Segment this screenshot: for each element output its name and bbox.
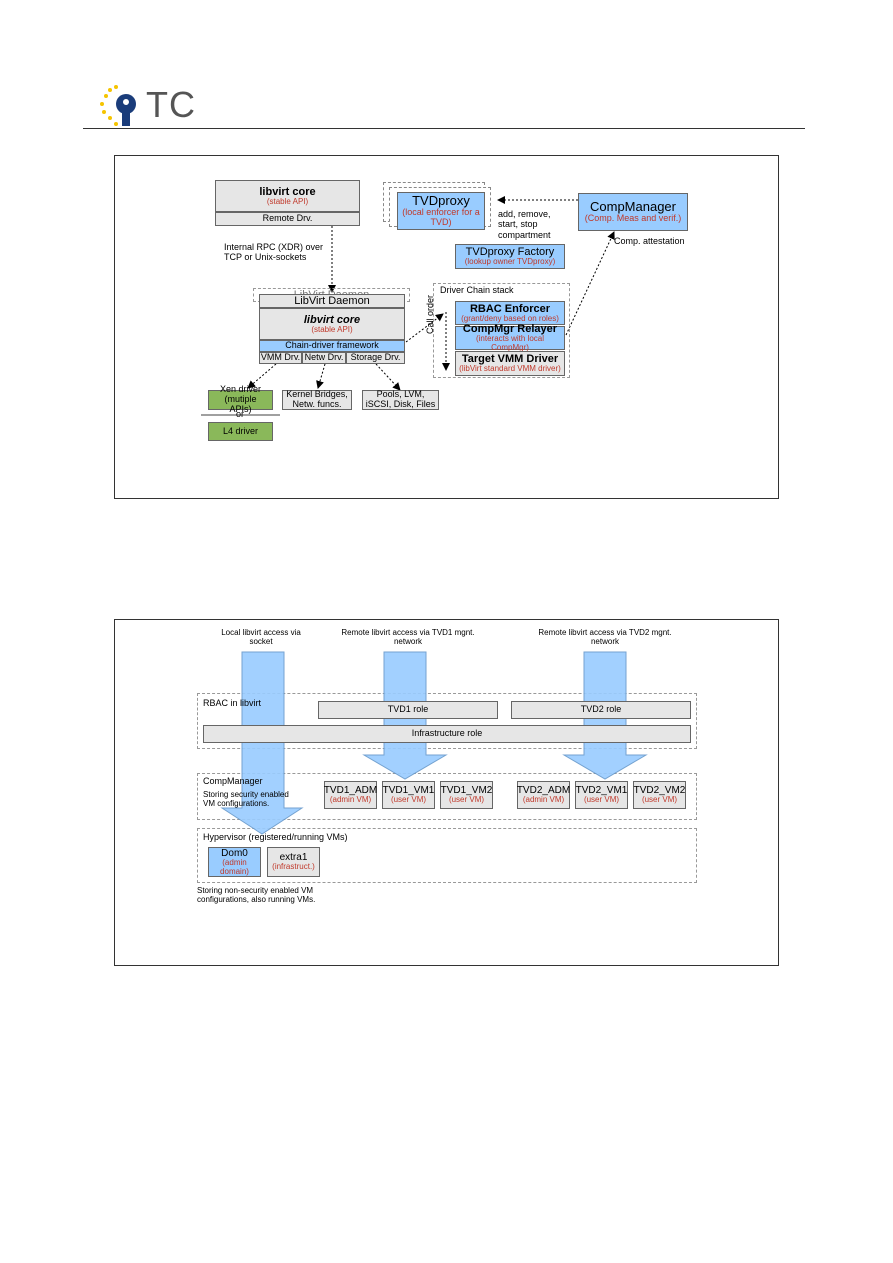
vm-name: TVD2_ADM [516,785,571,797]
driver-chain-stack [433,283,570,378]
libvirt-core-top-title: libvirt core [259,185,316,198]
kernel-bridges: Kernel Bridges, Netw. funcs. [282,389,352,410]
tvdproxy: TVDproxy (local enforcer for a TVD) [397,192,485,230]
tvdproxy-actions: add, remove, start, stop compartment [498,209,551,240]
compmgr-relayer: CompMgr Relayer (interacts with local Co… [455,323,565,353]
vm-sub: (user VM) [583,795,620,805]
vm-name: TVD2_VM2 [633,785,686,797]
vm-tvd1-vm1: TVD1_VM1 (user VM) [382,781,435,809]
vm-name: TVD1_VM2 [440,785,493,797]
compmanager-label: CompManager [203,776,263,786]
rbac-label: RBAC in libvirt [203,698,262,708]
vm-tvd2-vm2: TVD2_VM2 (user VM) [633,781,686,809]
tvd2-access-label: Remote libvirt access via TVD2 mgnt. net… [538,628,672,646]
rbac-enforcer-subtitle: (grant/deny based on roles) [461,313,559,323]
compmanager: CompManager (Comp. Meas and verif.) [578,193,688,231]
vm-sub: (admin VM) [329,795,372,805]
tvdproxy-title: TVDproxy [412,192,470,208]
compmanager-subtitle: (Comp. Meas and verif.) [584,213,682,224]
local-access-label: Local libvirt access via socket [221,628,301,646]
logo-text: TC [146,84,196,125]
vm-name: TVD1_VM1 [382,785,435,797]
xen-driver: Xen driver (mutiple APIs) [208,384,273,414]
infrastructure-role: Infrastructure role [203,725,691,743]
l4-driver: L4 driver [208,422,273,441]
vm-sub: (user VM) [390,795,427,805]
dom0-sub: (admin domain) [220,857,249,876]
vm-tvd2-adm: TVD2_ADM (admin VM) [517,781,570,809]
extra1: extra1 (infrastruct.) [267,847,320,877]
hypervisor-group [197,828,697,883]
target-vmm-driver: Target VMM Driver (libVirt standard VMM … [455,351,565,376]
tvdproxy-factory-subtitle: (lookup owner TVDproxy) [464,257,556,267]
vmm-driver: VMM Drv. [259,352,302,364]
tvdproxy-factory: TVDproxy Factory (lookup owner TVDproxy) [455,244,565,269]
dom0: Dom0 (admin domain) [208,847,261,877]
tvdproxy-factory-title: TVDproxy Factory [465,246,555,259]
tvd1-role: TVD1 role [318,701,498,719]
rbac-enforcer: RBAC Enforcer (grant/deny based on roles… [455,301,565,325]
header-divider [83,128,805,129]
vm-tvd1-adm: TVD1_ADM (admin VM) [324,781,377,809]
vm-sub: (user VM) [641,795,678,805]
or-label: or [236,409,245,419]
chain-driver-framework: Chain-driver framework [259,340,405,352]
hypervisor-label: Hypervisor (registered/running VMs) [203,832,348,842]
remote-driver: Remote Drv. [215,212,360,226]
libvirt-core: libvirt core (stable API) [259,308,405,340]
comp-attestation-label: Comp. attestation [614,236,685,246]
tvd1-access-label: Remote libvirt access via TVD1 mgnt. net… [341,628,475,646]
storage-driver: Storage Drv. [346,352,405,364]
local-access-arrow [220,651,304,835]
vm-name: TVD1_ADM [323,785,378,797]
rbac-enforcer-title: RBAC Enforcer [469,302,551,315]
libvirt-core-title: libvirt core [303,313,361,326]
libvirt-core-subtitle: (stable API) [311,324,353,334]
target-vmm-driver-subtitle: (libVirt standard VMM driver) [459,364,561,374]
hypervisor-desc: Storing non-security enabled VM configur… [197,886,316,904]
compmanager-group [197,773,697,820]
logo-keyhole-icon [100,85,136,126]
compmanager-title: CompManager [590,198,676,214]
compmanager-desc: Storing security enabled VM configuratio… [203,790,289,808]
vm-sub: (admin VM) [522,795,565,805]
dom0-name: Dom0 [221,847,248,859]
extra1-sub: (infrastruct.) [272,862,315,872]
tvdproxy-subtitle: (local enforcer for a TVD) [402,207,480,228]
libvirt-core-top: libvirt core (stable API) [215,180,360,212]
logo [96,84,146,128]
rbac-group [197,693,697,749]
compmgr-relayer-title: CompMgr Relayer [462,323,558,336]
libvirt-core-top-subtitle: (stable API) [266,196,309,206]
target-vmm-driver-title: Target VMM Driver [461,353,559,366]
tvd2-role: TVD2 role [511,701,691,719]
vm-sub: (user VM) [448,795,485,805]
pools-storage: Pools, LVM, iSCSI, Disk, Files [362,389,439,410]
rpc-label: Internal RPC (XDR) over TCP or Unix-sock… [224,242,324,263]
compmgr-relayer-subtitle: (interacts with local CompMgr) [475,334,545,353]
extra1-name: extra1 [279,852,308,864]
libvirt-daemon: LibVirt Daemon [259,294,405,308]
driver-chain-stack-label: Driver Chain stack [440,285,514,295]
vm-name: TVD2_VM1 [575,785,628,797]
vm-tvd2-vm1: TVD2_VM1 (user VM) [575,781,628,809]
vm-tvd1-vm2: TVD1_VM2 (user VM) [440,781,493,809]
netw-driver: Netw Drv. [302,352,346,364]
